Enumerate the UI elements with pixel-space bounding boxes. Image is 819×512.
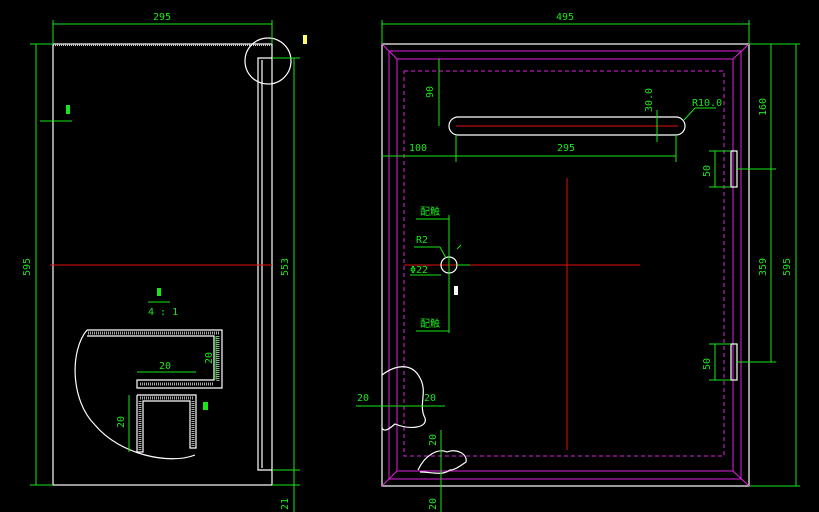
corner-tl [381,43,398,60]
slot-length-dim: 295 [557,143,575,154]
left-flange [257,57,272,471]
detail-vl-dim: 20 [116,416,127,428]
lock-label-bottom: 配触 [420,317,440,330]
lock-label-top: 配触 [420,205,440,218]
detail-h-dim: 20 [159,361,171,372]
door-bend-line [403,70,725,457]
detail-vr-dim: 20 [204,352,215,364]
detail-break-outline [74,329,196,460]
right-height-dim: 595 [782,258,793,276]
door-outline [381,43,750,487]
left-detail-circle [244,37,292,85]
hinge-spacing-dim: 359 [758,258,769,276]
left-bottom-gap-dim: 21 [280,498,291,510]
lock-arrow [456,244,462,250]
corner-bl [381,470,398,487]
bottom-break-outline [417,450,467,474]
lock-radius-leader-2 [439,246,447,259]
corner-br [732,470,750,487]
left-height-dim: 595 [22,258,33,276]
right-view: 495 595 90 100 295 30.0 R10.0 50 50 [356,12,800,512]
slot-top-offset-dim: 90 [425,86,436,98]
left-view: 295 595 553 21 4 : 1 20 20 2 [22,12,307,512]
detail-side-marker [203,402,208,410]
handle-slot [448,116,686,136]
bottom-break-dim-top: 20 [428,434,439,446]
detail-profile-lower [136,394,197,453]
lock-marker [454,286,458,295]
hinge-bottom [730,343,738,381]
left-detail-marker [303,35,307,44]
slot-radius-leader [683,107,696,121]
hinge-top-offset-dim: 160 [758,98,769,116]
left-break-dim-right: 20 [424,393,436,404]
slot-width-dim: 30.0 [644,88,655,112]
left-break-outline [381,366,426,431]
right-width-dim: 495 [556,12,574,23]
door-flange-inner [396,58,734,472]
door-flange-outer [388,50,742,480]
detail-profile-outer [87,329,223,389]
lock-diameter-dim: Φ22 [410,265,428,276]
bottom-break-dim-bottom: 20 [428,498,439,510]
left-inner-height-dim: 553 [280,258,291,276]
corner-tr [732,43,750,60]
detail-marker [157,288,161,296]
lock-radius-dim: R2 [416,235,428,246]
slot-offset-dim: 100 [409,143,427,154]
left-break-dim-left: 20 [357,393,369,404]
hinge-top-size-dim: 50 [702,165,713,177]
left-width-dim: 295 [153,12,171,23]
hinge-top [730,150,738,188]
detail-scale: 4 : 1 [148,307,178,318]
hinge-bottom-size-dim: 50 [702,358,713,370]
slot-radius-dim: R10.0 [692,98,722,109]
left-thickness-marker [66,105,70,114]
